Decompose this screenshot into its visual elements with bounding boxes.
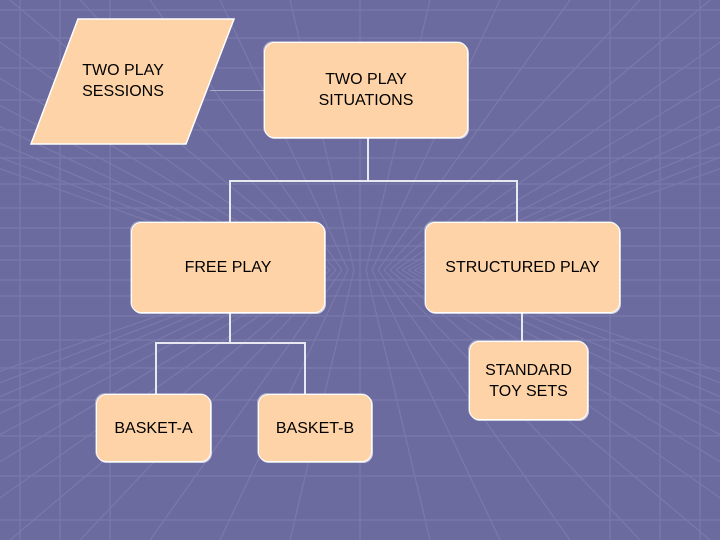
- connector-to-free-play: [229, 180, 231, 222]
- connector-to-basket-b: [304, 342, 306, 394]
- node-label: BASKET-A: [114, 419, 193, 437]
- connector-top-bar: [229, 180, 518, 182]
- node-label: TWO PLAY SITUATIONS: [318, 71, 414, 109]
- parallelogram-shape: [30, 18, 235, 145]
- connector-situations-down: [367, 138, 369, 182]
- connector-basket-bar: [155, 342, 306, 344]
- node-basket-a: BASKET-A: [96, 394, 211, 462]
- connector-to-basket-a: [155, 342, 157, 394]
- connector-to-structured-play: [516, 180, 518, 222]
- node-label: BASKET-B: [275, 419, 355, 437]
- node-structured-play: STRUCTURED PLAY: [425, 222, 620, 313]
- node-label: STANDARD TOY SETS: [485, 361, 572, 400]
- node-label: STRUCTURED PLAY: [445, 259, 600, 276]
- node-two-play-sessions: TWO PLAY SESSIONS: [30, 18, 235, 145]
- node-basket-b: BASKET-B: [258, 394, 372, 462]
- node-standard-toy-sets: STANDARD TOY SETS: [469, 341, 588, 420]
- node-two-play-situations: TWO PLAY SITUATIONS: [264, 42, 468, 138]
- connector-structured-down: [521, 313, 523, 341]
- node-free-play: FREE PLAY: [131, 222, 325, 313]
- node-label: FREE PLAY: [184, 259, 272, 276]
- connector-sessions-situations: [210, 90, 265, 91]
- connector-free-play-down: [229, 313, 231, 343]
- node-label: TWO PLAY SESSIONS: [82, 62, 164, 100]
